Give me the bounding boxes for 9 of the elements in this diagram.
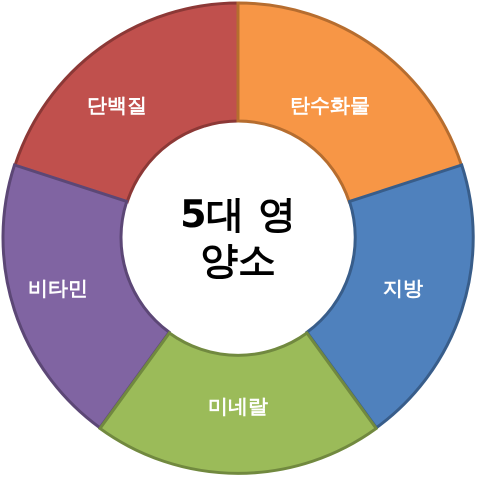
segment-label: 미네랄 xyxy=(208,392,268,420)
segment-label: 탄수화물 xyxy=(290,92,370,119)
donut-segment xyxy=(98,330,378,475)
segment-label: 단백질 xyxy=(86,92,147,119)
center-title: 5대 영양소 xyxy=(179,192,297,284)
segment-label: 지방 xyxy=(382,274,423,302)
donut-segment xyxy=(1,163,172,430)
donut-segment xyxy=(304,163,475,430)
segment-label: 비타민 xyxy=(28,274,88,302)
